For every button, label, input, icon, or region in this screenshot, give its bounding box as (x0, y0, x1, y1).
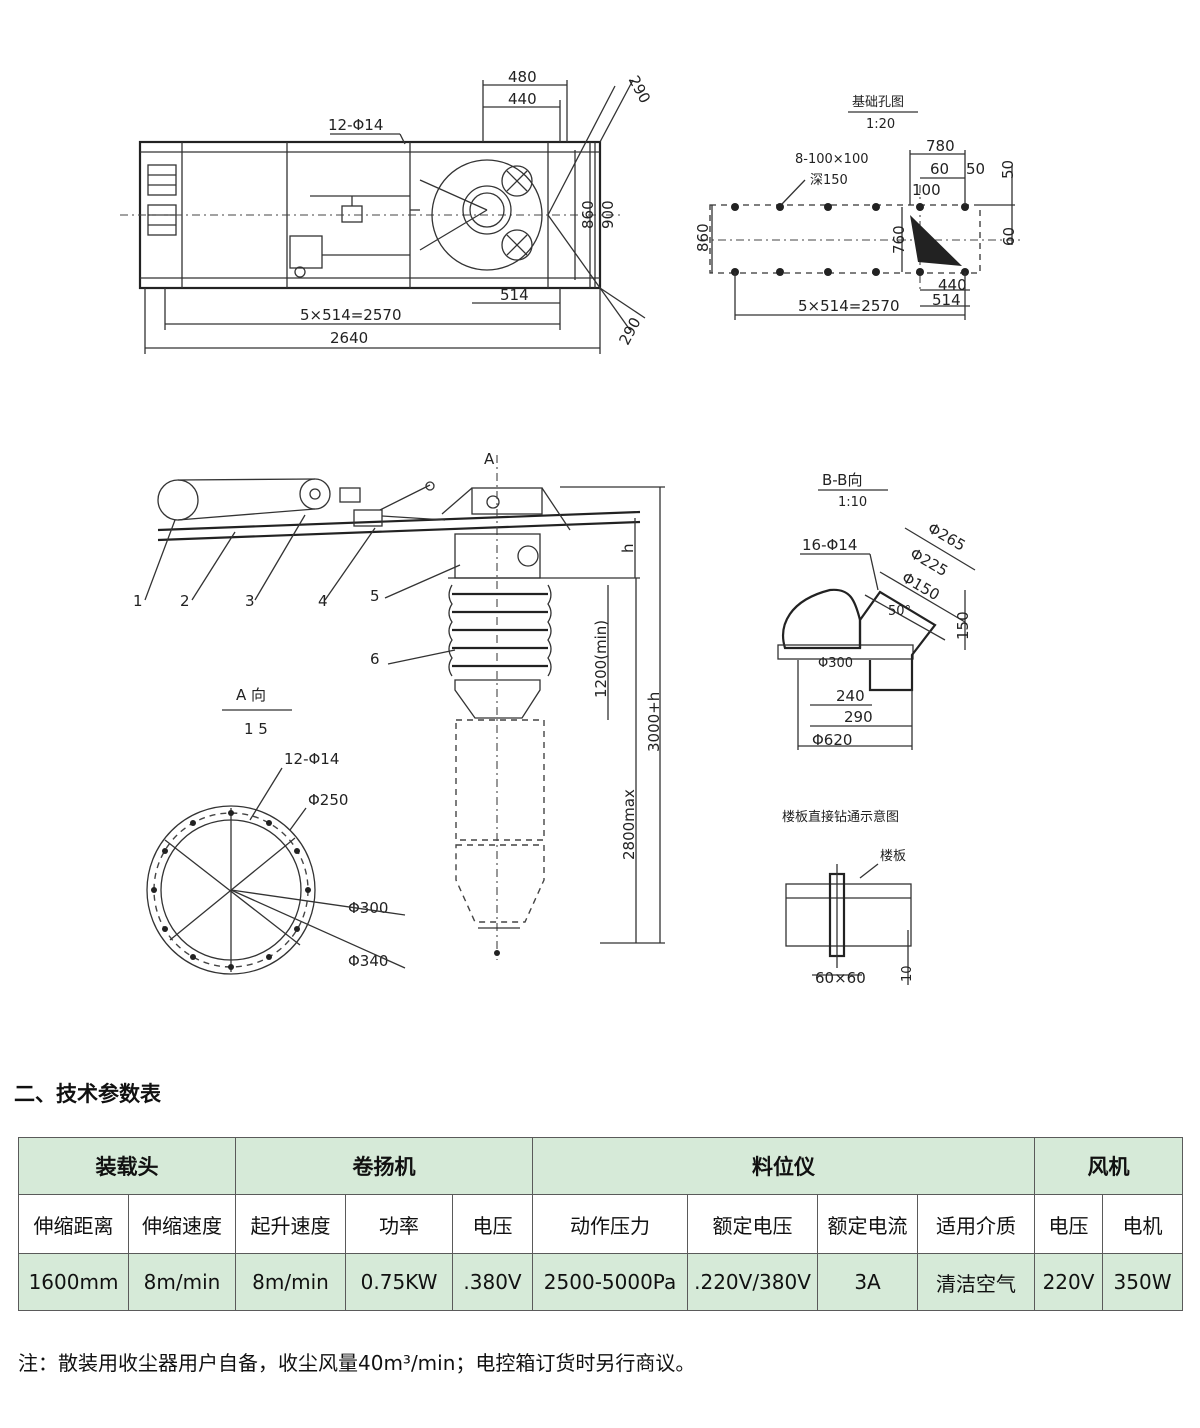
header-cell: 伸缩距离 (18, 1194, 129, 1254)
view-bb: B-B向 1:10 Φ265 Φ225 Φ150 50° 16-Φ14 150 … (777, 471, 976, 750)
flange-dia-250: Φ250 (308, 791, 348, 809)
slab-dim-60x60: 60×60 (815, 969, 866, 987)
header-cell: 额定电流 (817, 1194, 919, 1254)
dim-h: h (619, 543, 637, 553)
floor-slab-sketch: 楼板直接钻通示意图 楼板 60×60 10 (782, 809, 915, 987)
bb-dia-620: Φ620 (812, 731, 852, 749)
foundation-plan: 基础孔图 1:20 8-100×100 深150 780 60 50 100 5… (694, 95, 1020, 320)
value-row: 1600mm 8m/min 8m/min 0.75KW .380V 2500-5… (18, 1253, 1184, 1311)
callout-5: 5 (370, 587, 380, 605)
value-cell: 350W (1102, 1253, 1184, 1311)
section-title: 二、技术参数表 (14, 1082, 161, 1106)
dim-290-top: 290 (625, 73, 654, 107)
dim-60: 60 (930, 160, 949, 178)
foundation-title: 基础孔图 (852, 95, 904, 110)
dim-1200: 1200(min) (592, 620, 610, 698)
dim-50-side: 50 (999, 160, 1017, 179)
dim-2800: 2800max (620, 789, 638, 860)
foundation-holes-label: 8-100×100 (795, 152, 868, 167)
param-header-row: 伸缩距离 伸缩速度 起升速度 功率 电压 动作压力 额定电压 额定电流 适用介质… (18, 1194, 1184, 1254)
technical-drawing: 480 440 290 290 860 900 12-Φ14 514 5×514… (120, 68, 1020, 987)
callout-3: 3 (245, 592, 255, 610)
bb-dia-300: Φ300 (818, 656, 853, 671)
group-fan: 风机 (1034, 1137, 1184, 1195)
dim-50: 50 (966, 160, 985, 178)
callout-4: 4 (318, 592, 328, 610)
flange-dia-340: Φ340 (348, 952, 388, 970)
dim-span-foundation: 5×514=2570 (798, 297, 899, 315)
bb-dia-265: Φ265 (925, 519, 969, 555)
dim-860: 860 (579, 200, 597, 229)
dim-514: 514 (500, 286, 529, 304)
dim-440: 440 (508, 90, 537, 108)
header-cell: 电压 (1034, 1194, 1104, 1254)
dim-100: 100 (912, 181, 941, 199)
flange-bolt-holes (151, 810, 311, 970)
footnote: 注：散装用收尘器用户自备，收尘风量40m³/min；电控箱订货时另行商议。 (18, 1351, 696, 1375)
header-cell: 电压 (451, 1194, 534, 1254)
callout-6: 6 (370, 650, 380, 668)
slab-label: 楼板 (880, 849, 906, 864)
callout-numbers: 1 2 3 4 5 6 (133, 587, 380, 668)
top-plan-view: 480 440 290 290 860 900 12-Φ14 514 5×514… (120, 68, 654, 354)
bb-holes-label: 16-Φ14 (802, 536, 857, 554)
group-loading-head: 装载头 (18, 1137, 236, 1195)
group-header-row: 装载头 卷扬机 料位仪 风机 (18, 1137, 1184, 1195)
view-bb-title: B-B向 (822, 471, 862, 489)
view-a-flange: A 向 1 5 12-Φ14 Φ250 Φ300 Φ340 (146, 686, 406, 975)
value-cell: 3A (817, 1253, 919, 1311)
bb-angle: 50° (888, 604, 911, 619)
dim-total: 2640 (330, 329, 368, 347)
callout-2: 2 (180, 592, 190, 610)
bellows (448, 584, 552, 677)
view-bb-scale: 1:10 (838, 495, 867, 510)
spec-table: 装载头 卷扬机 料位仪 风机 伸缩距离 伸缩速度 起升速度 功率 电压 动作压力… (18, 1137, 1184, 1311)
dim-290-bottom: 290 (615, 314, 644, 348)
dim-900: 900 (599, 200, 617, 229)
dim-780: 780 (926, 137, 955, 155)
value-cell: .380V (451, 1253, 534, 1311)
value-cell: 8m/min (235, 1253, 346, 1311)
bb-dim-240: 240 (836, 687, 865, 705)
value-cell: .220V/380V (687, 1253, 819, 1311)
value-cell: 8m/min (128, 1253, 236, 1311)
foundation-depth-label: 深150 (810, 173, 848, 188)
slab-dim-10: 10 (900, 965, 915, 982)
bb-dim-150: 150 (954, 611, 972, 640)
value-cell: 220V (1034, 1253, 1104, 1311)
dim-860-foundation: 860 (694, 223, 712, 252)
bb-dim-290: 290 (844, 708, 873, 726)
foundation-scale: 1:20 (866, 117, 895, 132)
header-cell: 功率 (345, 1194, 453, 1254)
value-cell: 0.75KW (345, 1253, 453, 1311)
header-cell: 起升速度 (235, 1194, 346, 1254)
slab-title: 楼板直接钻通示意图 (782, 809, 899, 825)
value-cell: 2500-5000Pa (532, 1253, 689, 1311)
dim-3000h: 3000+h (645, 692, 663, 752)
value-cell: 1600mm (18, 1253, 129, 1311)
header-cell: 动作压力 (532, 1194, 689, 1254)
dim-440-foundation: 440 (938, 276, 967, 294)
dim-480: 480 (508, 68, 537, 86)
flange-dia-300: Φ300 (348, 899, 388, 917)
view-a-marker: A (484, 450, 495, 468)
header-cell: 伸缩速度 (128, 1194, 236, 1254)
dim-760: 760 (890, 225, 908, 254)
view-a-scale: 1 5 (244, 720, 268, 738)
group-level-gauge: 料位仪 (532, 1137, 1036, 1195)
value-cell: 清洁空气 (917, 1253, 1036, 1311)
view-a-title: A 向 (236, 686, 266, 704)
dim-span: 5×514=2570 (300, 306, 401, 324)
dim-514-foundation: 514 (932, 291, 961, 309)
hole-count-label: 12-Φ14 (328, 116, 383, 134)
flange-holes-label: 12-Φ14 (284, 750, 339, 768)
dim-60-side: 60 (1000, 227, 1018, 246)
header-cell: 额定电压 (687, 1194, 819, 1254)
callout-1: 1 (133, 592, 143, 610)
group-winch: 卷扬机 (234, 1137, 534, 1195)
header-cell: 适用介质 (917, 1194, 1036, 1254)
header-cell: 电机 (1102, 1194, 1184, 1254)
elevation-view: A 3000+h h 2800max 1 (133, 450, 665, 960)
